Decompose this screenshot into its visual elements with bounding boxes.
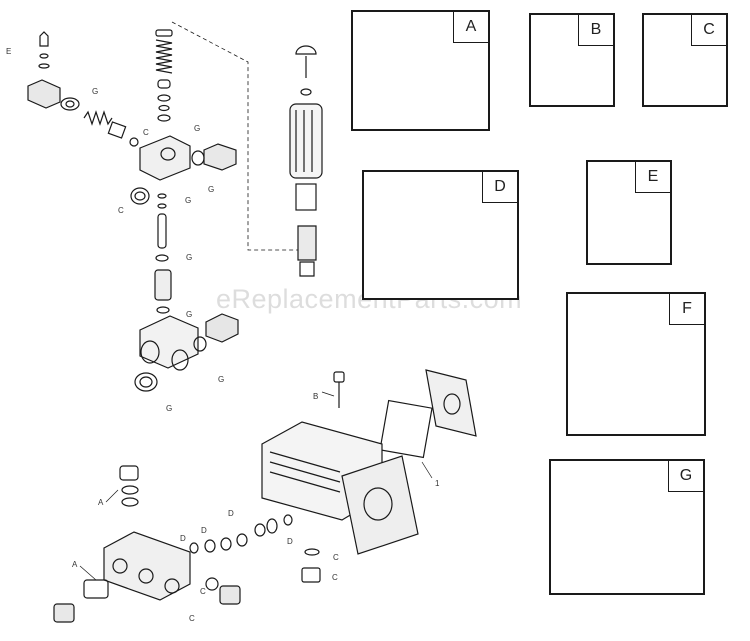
unloader-valve-assembly [27, 21, 323, 392]
callout-d: D [228, 509, 234, 518]
callout-g: G [185, 196, 192, 205]
callout-g: G [208, 185, 215, 194]
kit-g-box: G [549, 459, 705, 595]
callout-g: G [166, 404, 173, 413]
kit-b-label: B [578, 15, 613, 46]
kit-a-box: A [351, 10, 490, 131]
callout-g: G [92, 87, 99, 96]
callout-c: C [118, 206, 124, 215]
callout-d: D [287, 537, 293, 546]
kit-c-box: C [642, 13, 728, 107]
kit-e-box: E [586, 160, 672, 265]
callout-g: G [218, 375, 225, 384]
callout-a: A [72, 560, 78, 569]
kit-f-label: F [669, 294, 704, 325]
callout-d: D [201, 526, 207, 535]
callout-1: 1 [435, 479, 440, 488]
callout-g: G [186, 253, 193, 262]
kit-g-label: G [668, 461, 703, 492]
callout-g: G [194, 124, 201, 133]
kit-e-label: E [635, 162, 670, 193]
callout-c: C [143, 128, 149, 137]
kit-c-label: C [691, 15, 726, 46]
callout-c: C [333, 553, 339, 562]
callout-c: C [200, 587, 206, 596]
kit-a-label: A [453, 12, 488, 43]
kit-d-label: D [482, 172, 517, 203]
callout-e: E [6, 47, 12, 56]
kit-d-box: D [362, 170, 519, 300]
kit-f-box: F [566, 292, 706, 436]
callout-c: C [332, 573, 338, 582]
callout-b: B [313, 392, 319, 401]
spring-icon [83, 110, 113, 126]
callout-d: D [180, 534, 186, 543]
callout-c: C [189, 614, 195, 623]
spring-icon [155, 39, 173, 74]
kit-b-box: B [529, 13, 615, 107]
pump-assembly [53, 369, 477, 623]
callout-g: G [186, 310, 193, 319]
callout-a: A [98, 498, 104, 507]
